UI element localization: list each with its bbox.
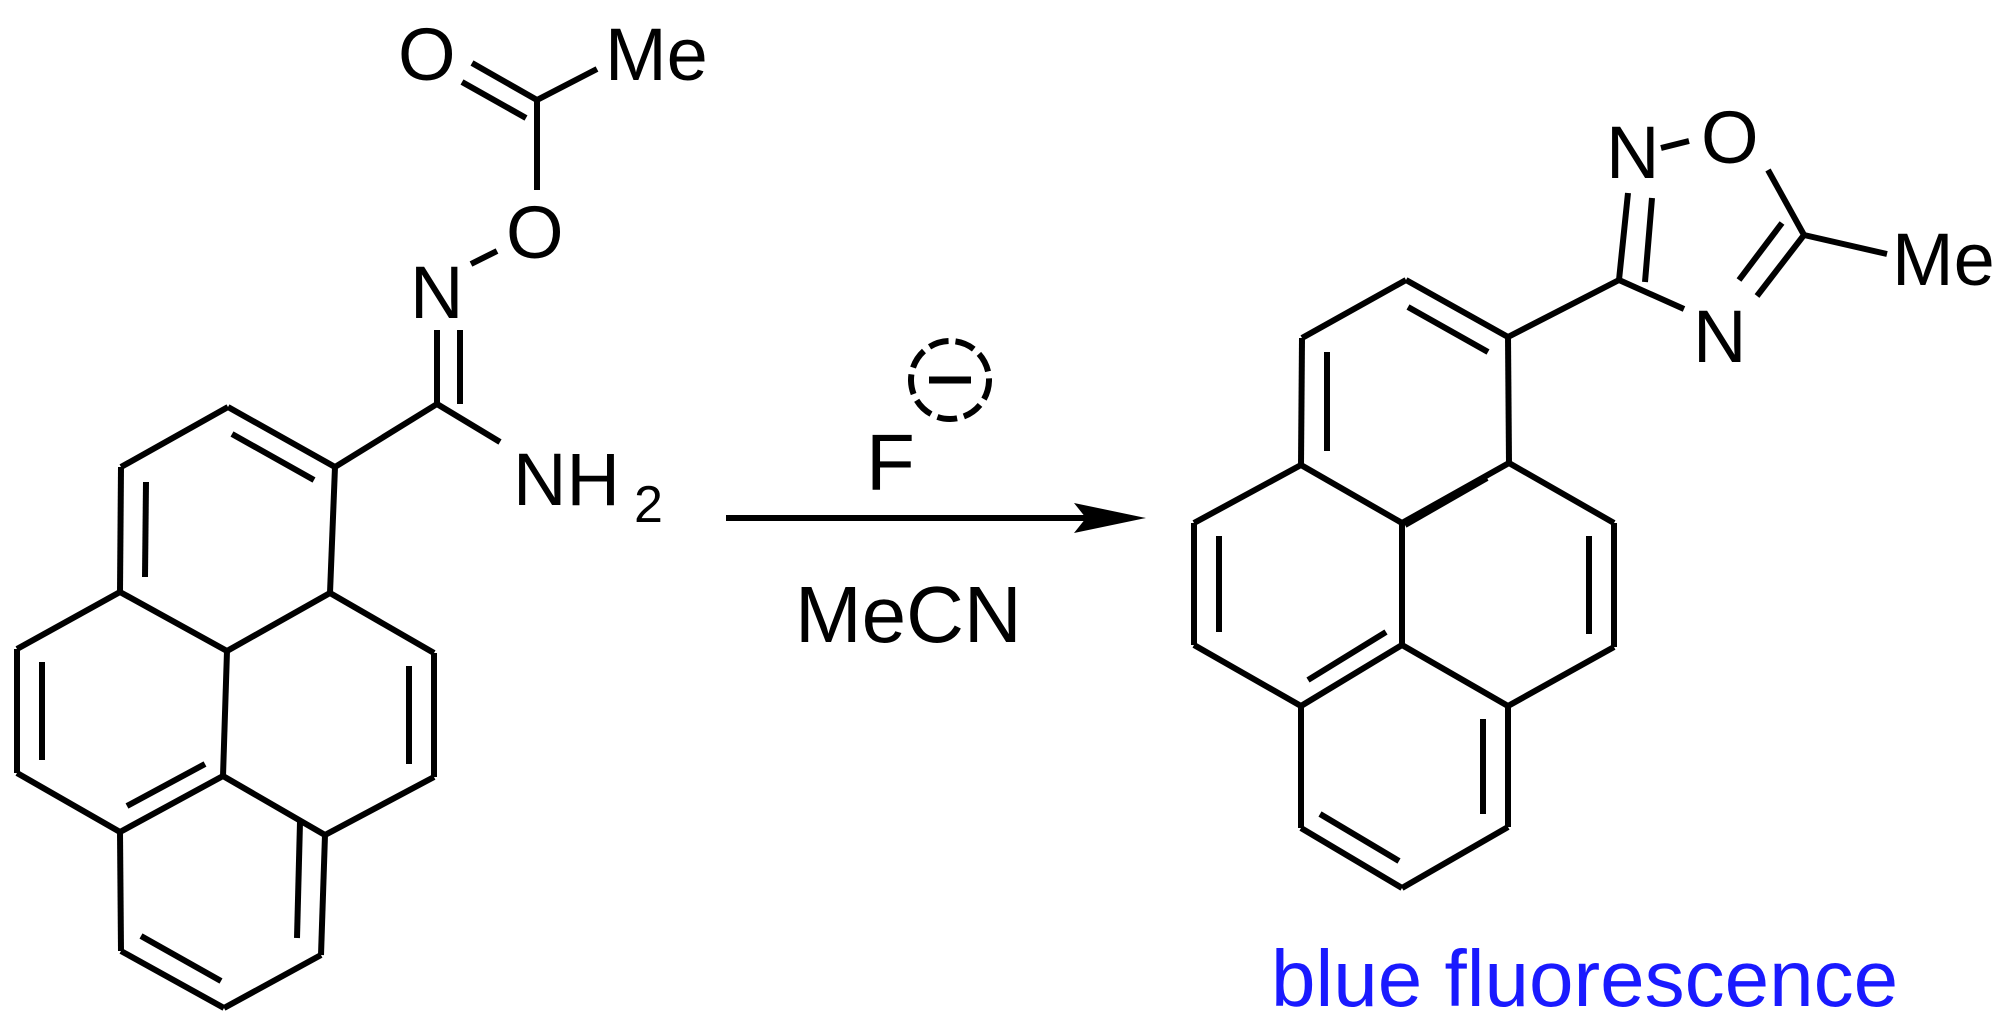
product-molecule: N O N Me blue fluorescence bbox=[1191, 96, 1995, 1023]
reactant-methyl-label: Me bbox=[605, 13, 708, 96]
reaction-arrow-head bbox=[1074, 503, 1146, 533]
reactant-ester-o-label: O bbox=[506, 191, 564, 274]
product-ring-n4-label: N bbox=[1693, 295, 1746, 378]
reactant-amine-subscript: 2 bbox=[634, 476, 663, 534]
reactant-amine-text: NH bbox=[513, 438, 620, 521]
reactant-imine-n-label: N bbox=[410, 251, 463, 334]
reactant-carbonyl-o-label: O bbox=[398, 13, 456, 96]
reactant-atom-labels: O Me O N NH 2 bbox=[398, 13, 708, 534]
product-ring-o-label: O bbox=[1701, 96, 1759, 179]
product-pyrene-bonds bbox=[1191, 277, 1617, 891]
reagent-fluoride-label: F bbox=[866, 418, 915, 507]
reactant-molecule: O Me O N NH 2 bbox=[14, 13, 708, 1011]
reactant-substituent-bonds bbox=[333, 60, 599, 470]
product-atom-labels: N O N Me bbox=[1606, 96, 1995, 378]
reactant-amine-label: NH 2 bbox=[513, 438, 663, 534]
reaction-arrow-group: F MeCN bbox=[726, 338, 1146, 659]
reactant-pyrene-bonds bbox=[14, 404, 437, 1011]
negative-charge-symbol bbox=[908, 338, 992, 422]
product-oxadiazole-bonds bbox=[1506, 138, 1888, 340]
solvent-label: MeCN bbox=[795, 570, 1022, 659]
product-methyl-label: Me bbox=[1892, 218, 1995, 301]
product-ring-n2-label: N bbox=[1606, 111, 1659, 194]
product-property-note: blue fluorescence bbox=[1271, 934, 1898, 1023]
